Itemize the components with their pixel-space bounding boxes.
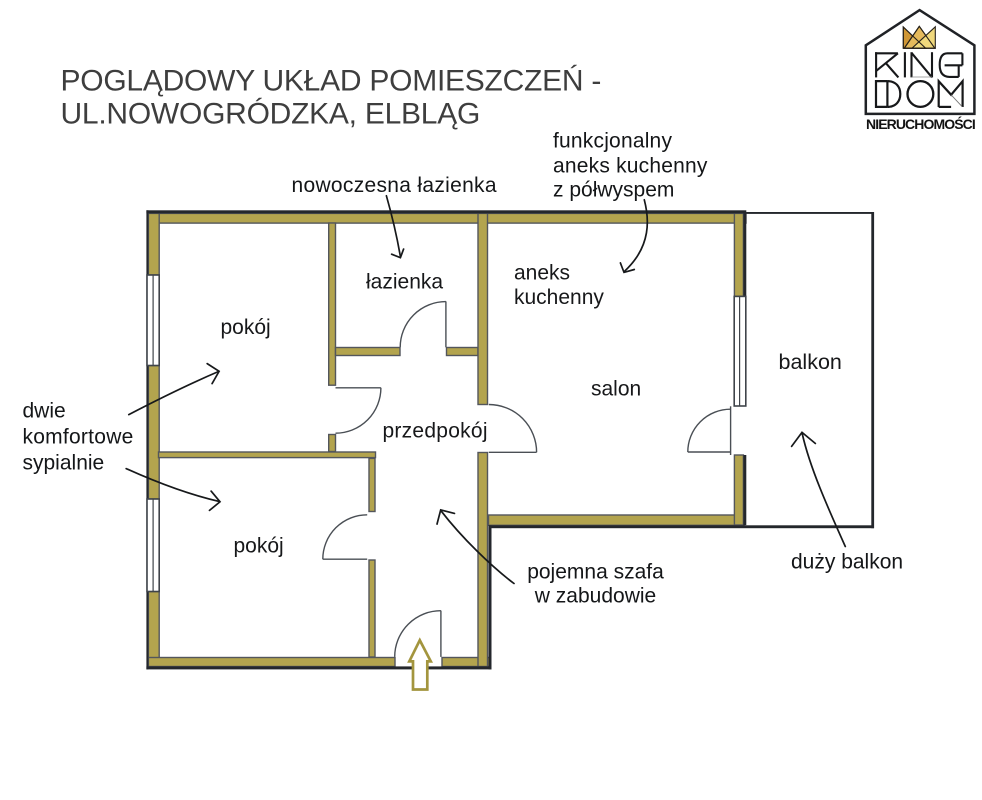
svg-text:UL.NOWOGRÓDZKA, ELBLĄG: UL.NOWOGRÓDZKA, ELBLĄG [61,97,481,130]
svg-text:funkcjonalny: funkcjonalny [553,130,672,153]
svg-text:w zabudowie: w zabudowie [534,585,656,608]
svg-text:sypialnie: sypialnie [23,452,105,475]
svg-text:kuchenny: kuchenny [514,286,604,309]
svg-text:pojemna szafa: pojemna szafa [527,561,664,584]
svg-text:pokój: pokój [221,316,271,339]
svg-text:salon: salon [591,377,641,400]
svg-text:łazienka: łazienka [366,270,443,293]
svg-text:przedpokój: przedpokój [383,420,488,443]
svg-text:balkon: balkon [779,350,842,374]
svg-text:aneks: aneks [514,261,570,284]
svg-text:aneks kuchenny: aneks kuchenny [553,154,708,177]
svg-text:komfortowe: komfortowe [23,426,134,449]
svg-text:pokój: pokój [234,535,284,558]
svg-text:NIERUCHOMOŚCI: NIERUCHOMOŚCI [866,115,975,132]
svg-text:z półwyspem: z półwyspem [553,178,674,201]
svg-text:dwie: dwie [23,400,66,423]
svg-text:duży balkon: duży balkon [791,551,903,574]
svg-text:nowoczesna łazienka: nowoczesna łazienka [292,174,497,197]
svg-text:POGLĄDOWY UKŁAD POMIESZCZEŃ -: POGLĄDOWY UKŁAD POMIESZCZEŃ - [61,64,602,97]
